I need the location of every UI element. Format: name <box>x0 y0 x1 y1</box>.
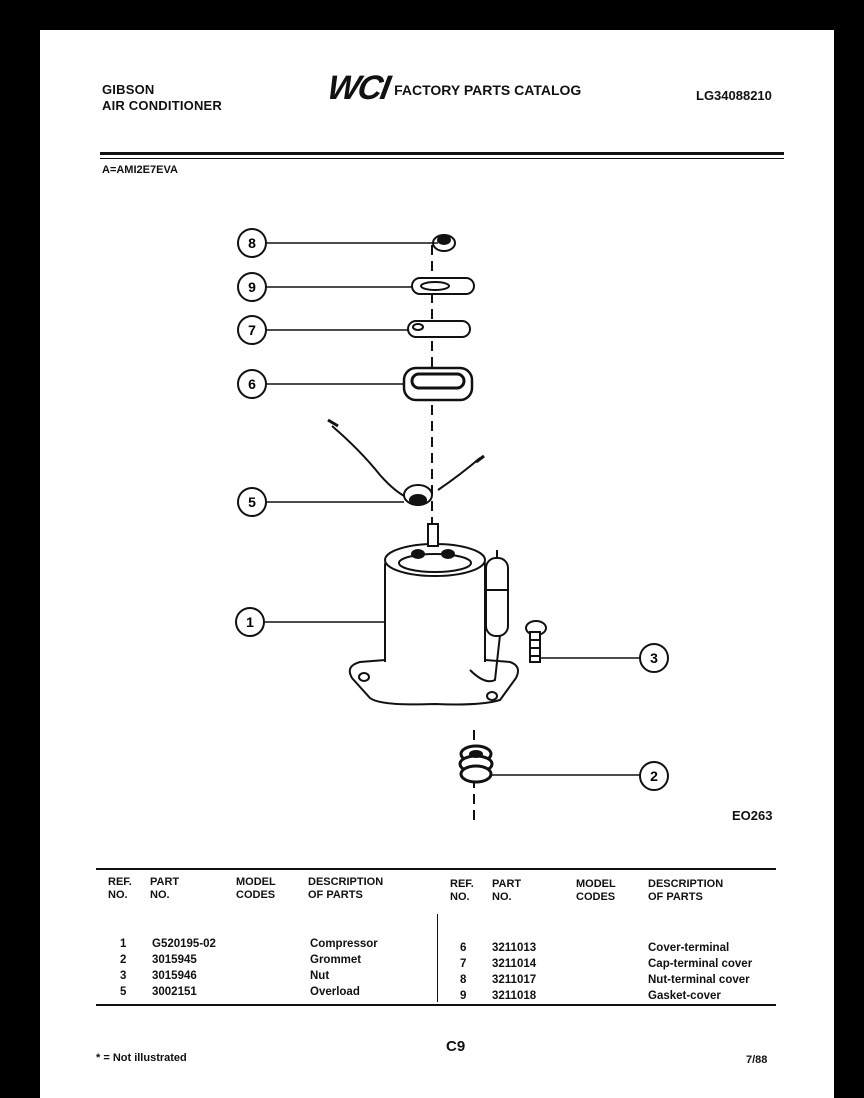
header-rule-thick <box>100 152 784 155</box>
left-part-column: G520195-02 3015945 3015946 3002151 <box>152 936 216 1000</box>
model-number: A=AMI2E7EVA <box>102 164 178 176</box>
part-nut-terminal-cover <box>432 234 456 252</box>
part-number: 3015946 <box>152 970 197 982</box>
footnote: * = Not illustrated <box>96 1052 187 1064</box>
part-nut <box>525 620 547 663</box>
callout-9-label: 9 <box>248 279 256 295</box>
header-ref-no-right: REF.NO. <box>450 878 474 903</box>
part-description: Overload <box>310 986 360 998</box>
header-ref-no: REF.NO. <box>108 876 132 901</box>
table-row: 1 <box>120 938 127 950</box>
table-row: 5 <box>120 986 127 998</box>
revision-date: 7/88 <box>746 1054 768 1066</box>
header-rule-thin <box>100 158 784 159</box>
part-compressor <box>348 523 519 706</box>
part-grommet <box>458 744 494 784</box>
part-description: Nut-terminal cover <box>648 974 750 986</box>
callout-1: 1 <box>235 607 265 637</box>
callout-3-label: 3 <box>650 650 658 666</box>
brand-block: GIBSON AIR CONDITIONER <box>102 82 222 114</box>
page-code: C9 <box>446 1038 466 1055</box>
part-number: G520195-02 <box>152 938 216 950</box>
part-description: Nut <box>310 970 330 982</box>
part-number: 3211013 <box>492 942 537 954</box>
table-row: 7 <box>460 958 467 970</box>
catalog-title-block: WCI FACTORY PARTS CATALOG <box>325 69 582 107</box>
table-rule-bottom <box>96 1004 776 1006</box>
table-row: 8 <box>460 974 467 986</box>
callout-2-label: 2 <box>650 768 658 784</box>
callout-7: 7 <box>237 315 267 345</box>
table-rule-top <box>96 868 776 870</box>
callout-6: 6 <box>237 369 267 399</box>
right-desc-column: Cover-terminal Cap-terminal cover Nut-te… <box>648 940 752 1004</box>
part-description: Grommet <box>310 954 362 966</box>
brand-name: GIBSON <box>102 82 155 97</box>
part-number: 3211017 <box>492 974 537 986</box>
catalog-number: LG34088210 <box>696 88 772 103</box>
callout-2: 2 <box>639 761 669 791</box>
part-cover-terminal <box>402 366 474 402</box>
callout-9: 9 <box>237 272 267 302</box>
right-part-column: 3211013 3211014 3211017 3211018 <box>492 940 536 1004</box>
left-desc-column: Compressor Grommet Nut Overload <box>310 936 378 1000</box>
callout-3: 3 <box>639 643 669 673</box>
catalog-page: GIBSON AIR CONDITIONER WCI FACTORY PARTS… <box>40 30 834 1098</box>
left-ref-column: 1 2 3 5 <box>120 936 126 1000</box>
callout-5-label: 5 <box>248 494 256 510</box>
part-description: Cap-terminal cover <box>648 958 753 970</box>
callout-8-label: 8 <box>248 235 256 251</box>
part-number: 3211014 <box>492 958 537 970</box>
callout-7-label: 7 <box>248 322 256 338</box>
part-description: Cover-terminal <box>648 942 730 954</box>
exploded-parts-diagram: 8 9 7 6 5 1 3 2 <box>235 228 669 820</box>
part-number: 3015945 <box>152 954 197 966</box>
table-row: 3 <box>120 970 127 982</box>
right-ref-column: 6 7 8 9 <box>460 940 466 1004</box>
part-description: Compressor <box>310 938 378 950</box>
callout-5: 5 <box>237 487 267 517</box>
part-description: Gasket-cover <box>648 990 721 1002</box>
part-overload <box>327 418 485 506</box>
table-row: 9 <box>460 990 467 1002</box>
catalog-title: FACTORY PARTS CATALOG <box>394 82 582 98</box>
part-cap-terminal-cover <box>407 320 471 338</box>
table-column-divider <box>437 914 438 1002</box>
part-gasket-cover <box>411 277 475 295</box>
part-number: 3211018 <box>492 990 537 1002</box>
callout-1-label: 1 <box>246 614 254 630</box>
figure-code: EO263 <box>732 808 773 823</box>
part-number: 3002151 <box>152 986 197 998</box>
product-type: AIR CONDITIONER <box>102 98 222 113</box>
table-row: 6 <box>460 942 467 954</box>
callout-6-label: 6 <box>248 376 256 392</box>
callout-8: 8 <box>237 228 267 258</box>
table-row: 2 <box>120 954 127 966</box>
